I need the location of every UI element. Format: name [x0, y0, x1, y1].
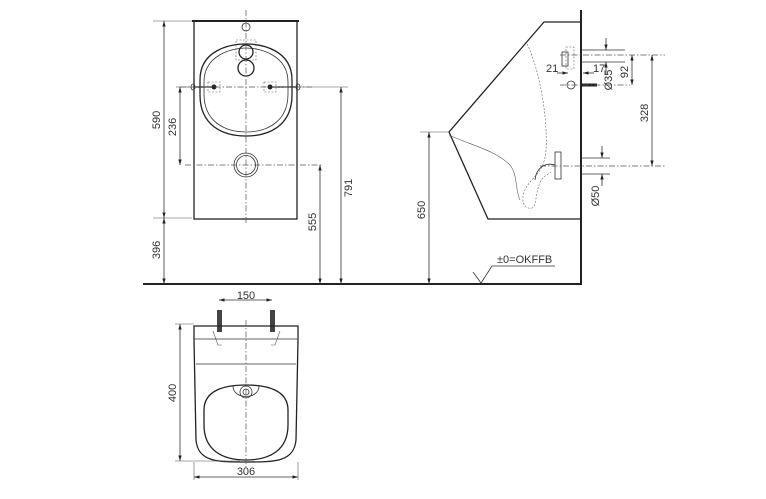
bolt-right — [270, 310, 275, 332]
dim-d35: Ø35 — [603, 70, 615, 91]
dim-92: 92 — [619, 66, 631, 78]
floor-reference-label: ±0=OKFFB — [497, 254, 552, 266]
front-view: 590 236 396 555 791 — [151, 10, 355, 284]
dim-21: 21 — [546, 63, 558, 75]
dim-306: 306 — [237, 466, 255, 478]
bolt-left — [217, 310, 222, 332]
floor-reference-symbol — [472, 265, 555, 284]
dim-150: 150 — [237, 290, 255, 302]
front-bowl — [199, 43, 293, 137]
side-body-outline — [448, 21, 581, 220]
dim-17: 17 — [593, 63, 605, 75]
dim-396: 396 — [151, 241, 163, 259]
dim-328: 328 — [639, 104, 651, 122]
side-view: 650 21 17 Ø35 92 328 Ø50 ±0=OKFFB — [416, 10, 665, 284]
dim-590: 590 — [151, 111, 163, 129]
dim-400: 400 — [167, 384, 179, 402]
dim-650: 650 — [416, 201, 428, 219]
top-basin — [203, 384, 289, 461]
front-body-outline — [193, 20, 298, 220]
dim-d50: Ø50 — [590, 186, 602, 207]
dim-791: 791 — [343, 179, 355, 197]
dim-555: 555 — [307, 213, 319, 231]
top-view: 150 400 306 — [167, 290, 299, 480]
dim-236: 236 — [167, 118, 179, 136]
